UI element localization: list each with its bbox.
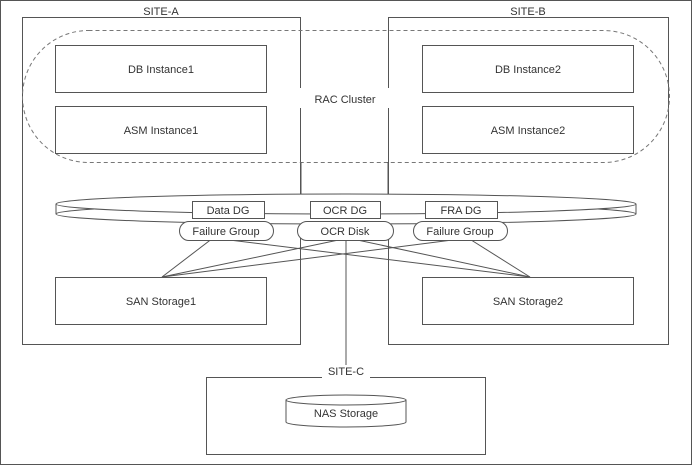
asm-instance2-label: ASM Instance2 bbox=[491, 125, 566, 137]
failure-group-right-label: Failure Group bbox=[426, 226, 493, 238]
site-a-label: SITE-A bbox=[143, 6, 179, 18]
db-instance1-label: DB Instance1 bbox=[128, 64, 194, 76]
san-storage2-label: SAN Storage2 bbox=[493, 296, 563, 308]
fra-dg-label: FRA DG bbox=[441, 205, 482, 217]
rac-cluster-label: RAC Cluster bbox=[314, 94, 375, 106]
data-dg-label: Data DG bbox=[207, 205, 250, 217]
asm-instance1-box bbox=[55, 106, 267, 154]
db-instance1-box bbox=[55, 45, 267, 93]
ocr-dg-box bbox=[310, 201, 381, 219]
rac-cluster-boundary bbox=[22, 30, 670, 163]
fra-dg-box bbox=[425, 201, 498, 219]
san-storage2-box bbox=[422, 277, 634, 325]
asm-instance1-label: ASM Instance1 bbox=[124, 125, 199, 137]
failure-group-to-san-lines bbox=[161, 237, 531, 278]
san-storage1-label: SAN Storage1 bbox=[126, 296, 196, 308]
ocr-dg-label: OCR DG bbox=[323, 205, 367, 217]
site-b-label: SITE-B bbox=[510, 6, 545, 18]
rac-cluster-label-bg bbox=[300, 88, 390, 108]
db-instance2-label: DB Instance2 bbox=[495, 64, 561, 76]
san-storage1-box bbox=[55, 277, 267, 325]
data-dg-box bbox=[192, 201, 265, 219]
db-instance2-box bbox=[422, 45, 634, 93]
site-c-label-bg bbox=[322, 365, 370, 378]
ocr-disk-label: OCR Disk bbox=[321, 226, 370, 238]
failure-group-right-pill bbox=[413, 221, 508, 241]
failure-group-left-pill bbox=[179, 221, 274, 241]
site-c-label: SITE-C bbox=[328, 366, 364, 378]
nas-storage-cylinder bbox=[285, 394, 407, 428]
asm-instance2-box bbox=[422, 106, 634, 154]
failure-group-left-label: Failure Group bbox=[192, 226, 259, 238]
nas-storage-label: NAS Storage bbox=[314, 408, 378, 420]
